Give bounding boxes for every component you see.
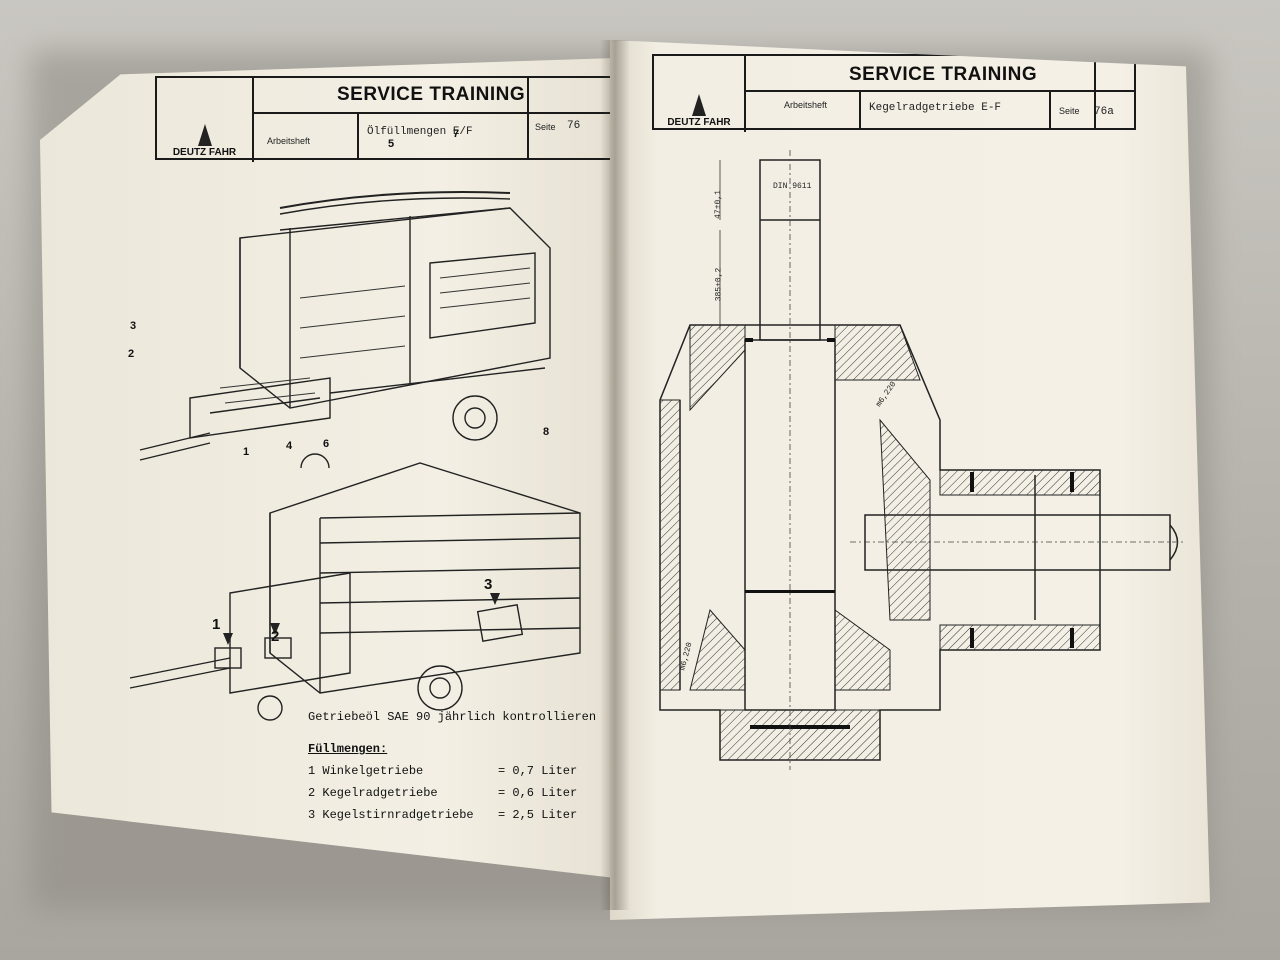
callout-4: 4: [286, 440, 293, 452]
right-page-title: SERVICE TRAINING: [849, 64, 1038, 85]
lower-callout-2: 2: [271, 628, 280, 645]
fill-item-value: = 2,5 Liter: [498, 808, 578, 822]
callout-2: 2: [128, 348, 135, 360]
callout-1: 1: [243, 446, 250, 458]
dim-top-label: 47±0,1: [713, 190, 723, 219]
right-logo-text: DEUTZ FAHR: [667, 117, 731, 128]
left-header-box: DEUTZ FAHR SERVICE TRAINING Arbeitsheft …: [155, 76, 614, 162]
fill-item-row: 2 Kegelradgetriebe = 0,6 Liter: [308, 786, 596, 808]
note-title: Getriebeöl SAE 90 jährlich kontrollieren: [308, 710, 597, 724]
right-subject: Kegelradgetriebe E-F: [869, 102, 1002, 114]
fill-item-value: = 0,6 Liter: [498, 786, 578, 800]
callout-8: 8: [543, 426, 550, 438]
right-page-number: 76a: [1094, 106, 1114, 118]
fill-item-row: 1 Winkelgetriebe = 0,7 Liter: [308, 764, 596, 786]
fill-item-label: 3 Kegelstirnradgetriebe: [308, 808, 474, 822]
right-header-divider: [744, 90, 1134, 92]
fill-item-label: 2 Kegelradgetriebe: [308, 786, 438, 800]
right-header-box: DEUTZ FAHR SERVICE TRAINING Arbeitsheft …: [652, 54, 1136, 132]
deutz-fahr-logo-icon: [692, 94, 706, 116]
right-header-vsep-1: [859, 90, 861, 128]
callout-3: 3: [130, 320, 137, 332]
left-header-vsep-1: [357, 112, 359, 158]
left-arbeitsheft-label: Arbeitsheft: [267, 136, 311, 146]
right-seite-label: Seite: [1059, 106, 1080, 116]
right-header-vsep-2: [1049, 90, 1051, 128]
fill-item-label: 1 Winkelgetriebe: [308, 764, 424, 778]
din-label: DIN 9611: [773, 182, 812, 191]
callout-6: 6: [323, 438, 330, 450]
fill-item-value: = 0,7 Liter: [498, 764, 578, 778]
left-logo-text: DEUTZ FAHR: [172, 147, 237, 158]
right-arbeitsheft-label: Arbeitsheft: [784, 100, 828, 110]
dim-shaft-label: 385+0,2: [714, 267, 724, 302]
book-gutter: [600, 40, 630, 910]
lower-callout-3: 3: [484, 576, 493, 593]
right-page: DEUTZ FAHR SERVICE TRAINING Arbeitsheft …: [610, 40, 1210, 920]
callout-7: 7: [453, 128, 460, 140]
left-page-title: SERVICE TRAINING: [337, 84, 526, 105]
fill-title: Füllmengen:: [308, 742, 388, 756]
bevel-gearbox-section-drawing: [659, 150, 1185, 770]
fill-item-row: 3 Kegelstirnradgetriebe = 2,5 Liter: [308, 808, 596, 830]
left-header-divider: [252, 112, 612, 114]
loader-wagon-top-drawing: [139, 191, 551, 468]
loader-wagon-lower-drawing: [129, 462, 581, 721]
right-header-vsep-3: [1094, 56, 1096, 128]
deutz-fahr-logo-icon: [197, 124, 212, 146]
oil-notes: Getriebeöl SAE 90 jährlich kontrollieren…: [308, 710, 596, 830]
left-page: DEUTZ FAHR SERVICE TRAINING Arbeitsheft …: [40, 58, 615, 878]
left-page-number: 76: [567, 120, 581, 132]
callout-5: 5: [388, 138, 395, 150]
lower-callout-1: 1: [212, 616, 221, 633]
right-logo: DEUTZ FAHR: [654, 56, 746, 132]
left-subject: Ölfüllmengen E/F: [367, 126, 473, 138]
left-logo: DEUTZ FAHR: [157, 78, 254, 162]
left-header-vsep-2: [527, 78, 529, 158]
left-seite-label: Seite: [535, 122, 556, 132]
